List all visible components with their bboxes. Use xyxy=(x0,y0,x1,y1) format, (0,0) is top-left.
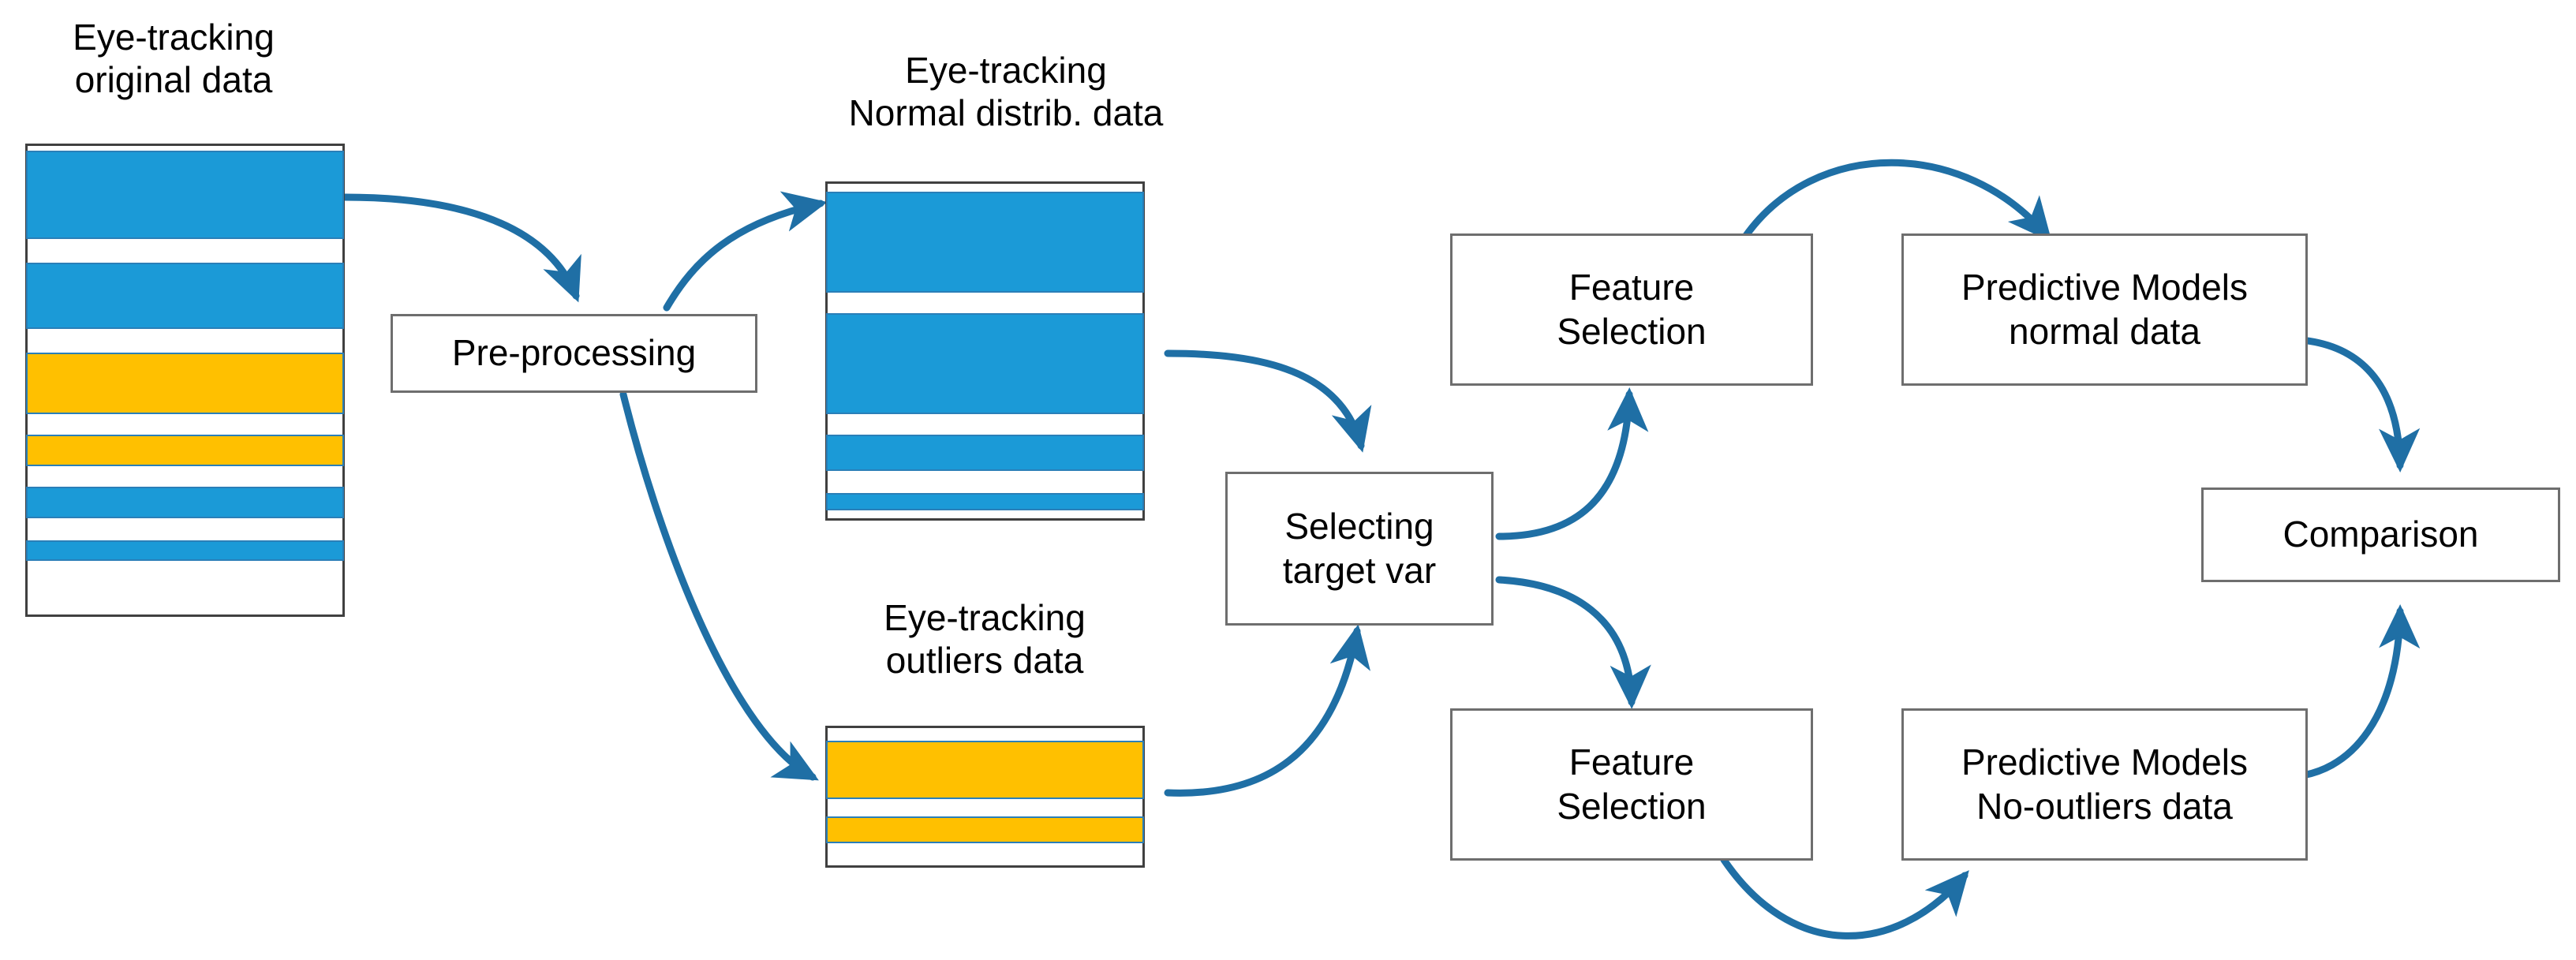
data-stripe xyxy=(826,192,1144,293)
box-feature-selection-top[interactable]: Feature Selection xyxy=(1450,233,1813,386)
box-comparison[interactable]: Comparison xyxy=(2201,487,2560,582)
box-selecting-target-var[interactable]: Selecting target var xyxy=(1225,472,1494,626)
label-outliers-data: Eye-tracking outliers data xyxy=(884,597,1086,682)
data-block-normal xyxy=(825,181,1145,521)
arrow-selecting-to-feature-top xyxy=(1495,387,1649,540)
arrow-original-to-preprocessing xyxy=(341,193,581,303)
arrow-normal-to-selecting xyxy=(1164,349,1372,453)
data-stripe xyxy=(826,313,1144,414)
data-stripe xyxy=(26,353,344,414)
data-stripe xyxy=(26,151,344,239)
arrow-feature-top-to-models-normal xyxy=(1741,159,2052,242)
arrow-preprocessing-to-outliers xyxy=(619,390,819,781)
data-block-original xyxy=(25,144,345,617)
data-stripe xyxy=(26,487,344,518)
box-predictive-models-no-outliers[interactable]: Predictive Models No-outliers data xyxy=(1901,708,2308,861)
data-stripe xyxy=(26,540,344,561)
arrow-preprocessing-to-normal xyxy=(663,191,828,312)
data-stripe xyxy=(26,263,344,329)
label-original-data: Eye-tracking original data xyxy=(73,17,275,101)
box-predictive-models-normal[interactable]: Predictive Models normal data xyxy=(1901,233,2308,386)
data-stripe xyxy=(826,741,1144,799)
arrow-feature-bottom-to-models-outliers xyxy=(1720,856,1969,939)
label-normal-data: Eye-tracking Normal distrib. data xyxy=(848,50,1164,134)
data-stripe xyxy=(826,493,1144,510)
data-stripe xyxy=(26,435,344,466)
arrow-selecting-to-feature-bottom xyxy=(1495,576,1651,709)
box-feature-selection-bottom[interactable]: Feature Selection xyxy=(1450,708,1813,861)
arrow-outliers-to-selecting xyxy=(1164,624,1371,797)
data-stripe xyxy=(826,435,1144,471)
data-block-outliers xyxy=(825,726,1145,868)
box-pre-processing[interactable]: Pre-processing xyxy=(391,314,757,393)
data-stripe xyxy=(826,816,1144,843)
